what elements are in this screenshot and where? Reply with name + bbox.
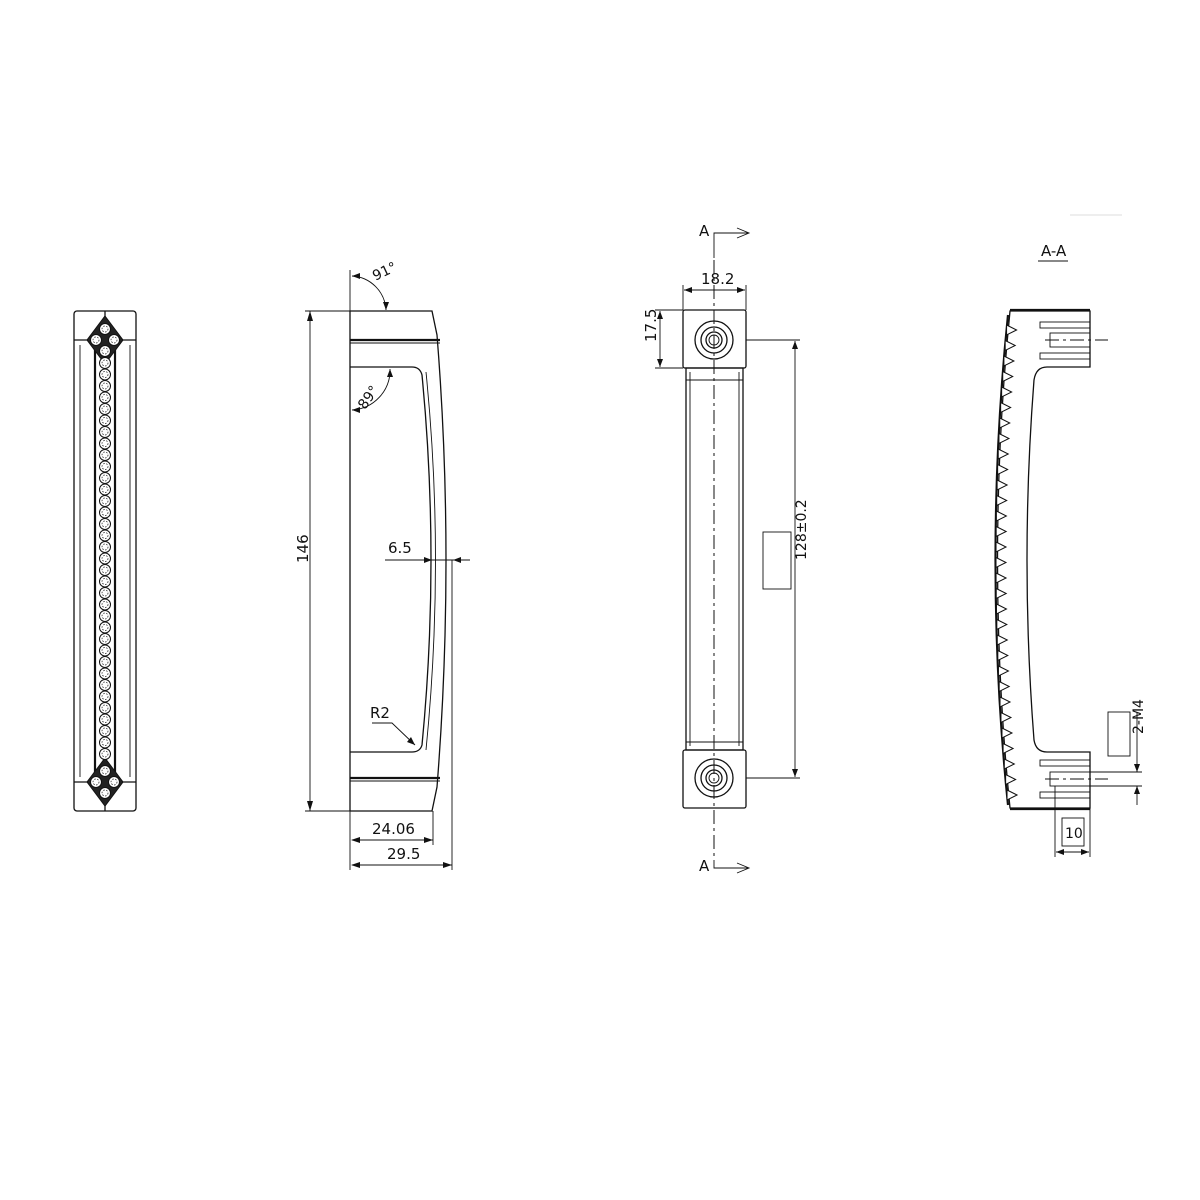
- section-marker-top: A: [699, 222, 710, 240]
- thread-depth-label: 10: [1065, 826, 1083, 842]
- width-dimension-label: 18.2: [701, 270, 734, 288]
- overall-depth-label: 29.5: [387, 845, 420, 863]
- profile-view: 91° 89° 146 6.5 R2 24.06 29.5: [294, 259, 470, 870]
- mounting-view: A A 18.2 17.5 128±0.2: [642, 222, 810, 875]
- section-marker-bottom: A: [699, 857, 710, 875]
- radius-label: R2: [370, 704, 390, 722]
- height-dimension-label: 146: [294, 534, 312, 563]
- section-view: A-A 2-M4 10: [994, 214, 1147, 857]
- thread-label: 2-M4: [1131, 699, 1147, 734]
- hole-spacing-label: 128±0.2: [794, 499, 810, 560]
- side-view-decorative: [73, 310, 137, 812]
- angle-top-label: 91°: [370, 259, 399, 284]
- end-height-label: 17.5: [642, 309, 660, 342]
- inner-depth-label: 24.06: [372, 820, 415, 838]
- section-title: A-A: [1041, 242, 1067, 260]
- thickness-dimension-label: 6.5: [388, 539, 412, 557]
